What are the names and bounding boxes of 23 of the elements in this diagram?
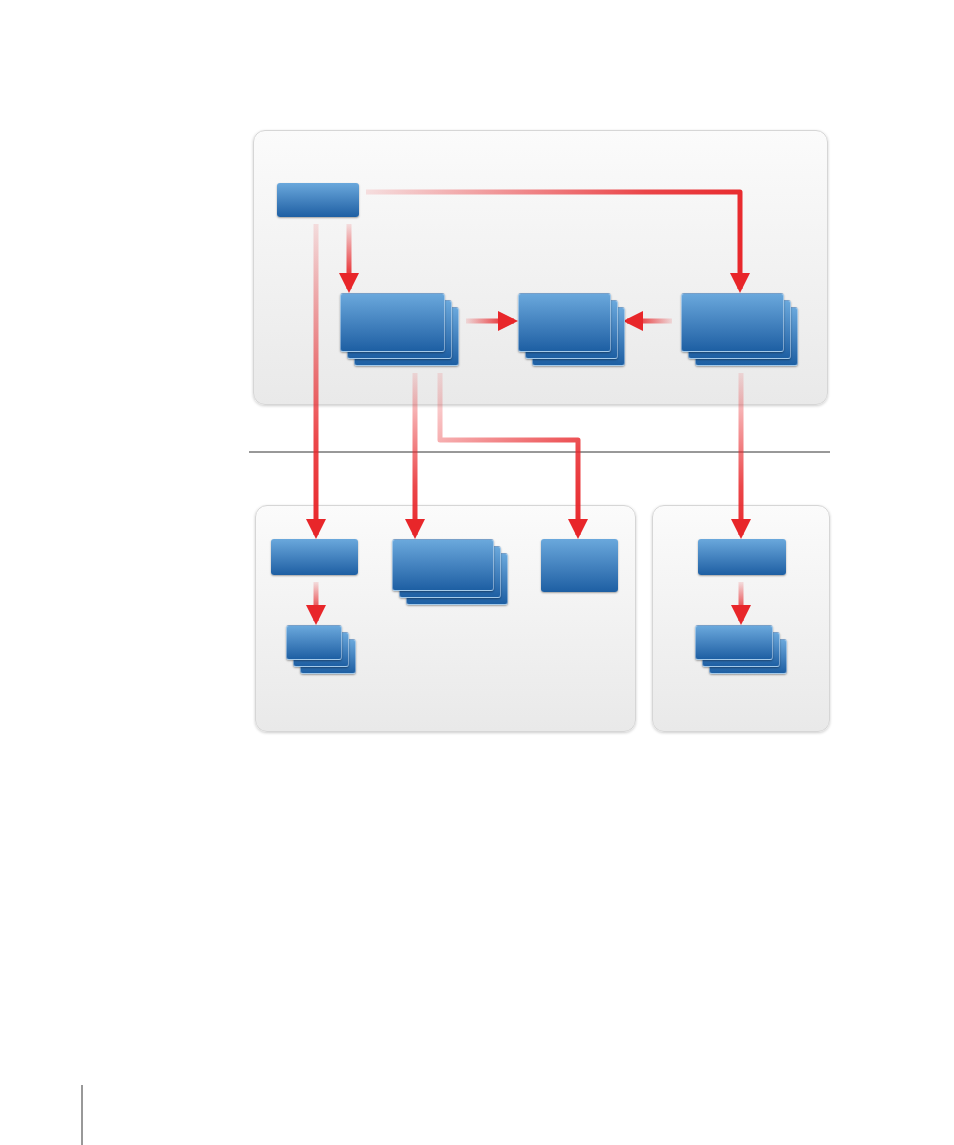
group-panel <box>253 130 828 405</box>
arrow <box>623 311 672 331</box>
arrow <box>339 224 359 293</box>
arrow <box>366 189 750 293</box>
stacked-boxes <box>340 293 459 366</box>
process-box <box>271 539 358 575</box>
group-panel <box>255 505 636 732</box>
stacked-boxes <box>286 625 356 674</box>
arrow <box>306 582 326 625</box>
arrow <box>731 373 751 539</box>
process-box <box>277 183 359 217</box>
stacked-boxes <box>518 293 625 366</box>
process-box <box>541 539 618 592</box>
stacked-boxes <box>695 625 787 674</box>
arrow <box>731 582 751 625</box>
stacked-boxes <box>392 539 508 605</box>
group-panel <box>652 505 830 732</box>
process-box <box>698 539 786 575</box>
arrow <box>405 373 425 539</box>
arrow <box>306 224 326 539</box>
arrow <box>437 373 588 539</box>
arrow <box>466 311 518 331</box>
stacked-boxes <box>681 293 798 366</box>
